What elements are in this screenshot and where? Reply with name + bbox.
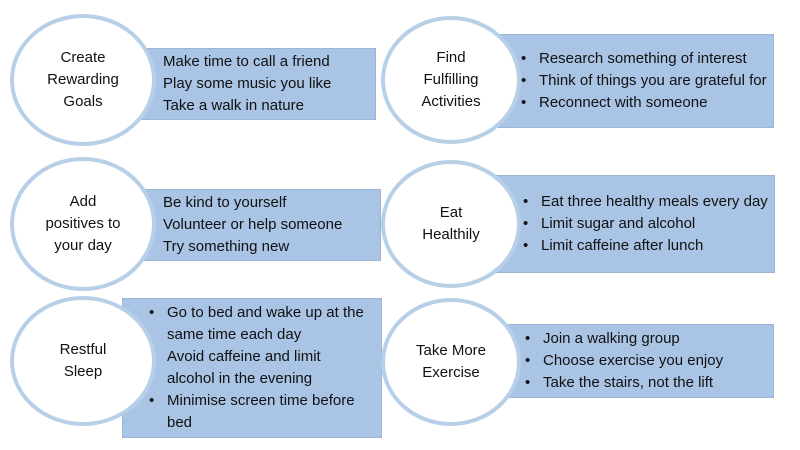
category-title: Restful Sleep (59, 341, 107, 380)
tip-item: Reconnect with someone (517, 92, 767, 114)
tip-item: Think of things you are grateful for (517, 70, 767, 92)
tip-item: Try something new (141, 236, 342, 258)
tip-item: Limit sugar and alcohol (519, 213, 769, 235)
tip-item: Take the stairs, not the lift (521, 372, 723, 394)
tip-item: Choose exercise you enjoy (521, 350, 723, 372)
tip-item: Play some music you like (141, 73, 331, 95)
tips-panel: Go to bed and wake up at the same time e… (122, 298, 382, 438)
tip-item: Limit caffeine after lunch (519, 235, 769, 257)
tip-item: Minimise screen time before bed (145, 390, 365, 434)
tip-item: Go to bed and wake up at the same time e… (145, 302, 365, 346)
tips-panel: Make time to call a friend Play some mus… (118, 48, 376, 120)
tips-panel: Eat three healthy meals every day Limit … (496, 175, 775, 273)
tips-panel: Be kind to yourself Volunteer or help so… (118, 189, 381, 261)
category-circle: Add positives to your day (10, 157, 156, 291)
tips-panel: Research something of interest Think of … (496, 34, 774, 128)
category-circle: Find Fulfilling Activities (381, 16, 521, 144)
tip-item: Join a walking group (521, 328, 723, 350)
tips-list: Research something of interest Think of … (497, 48, 767, 114)
tips-list: Join a walking group Choose exercise you… (497, 328, 723, 394)
tips-list: Eat three healthy meals every day Limit … (497, 191, 769, 257)
tip-item: Take a walk in nature (141, 95, 331, 117)
category-circle: Take More Exercise (381, 298, 521, 426)
tips-list: Be kind to yourself Volunteer or help so… (119, 192, 342, 258)
tip-item: Avoid caffeine and limit alcohol in the … (145, 346, 365, 390)
category-circle: Eat Healthily (381, 160, 521, 288)
category-title: Find Fulfilling Activities (421, 49, 481, 110)
category-title: Eat Healthily (422, 204, 480, 243)
category-title: Add positives to your day (45, 193, 121, 254)
tip-item: Volunteer or help someone (141, 214, 342, 236)
tip-item: Make time to call a friend (141, 51, 331, 73)
tip-item: Research something of interest (517, 48, 767, 70)
tip-item: Eat three healthy meals every day (519, 191, 769, 213)
tips-list: Go to bed and wake up at the same time e… (123, 302, 365, 434)
category-circle: Restful Sleep (10, 296, 156, 426)
category-circle: Create Rewarding Goals (10, 14, 156, 146)
tip-item: Be kind to yourself (141, 192, 342, 214)
category-title: Take More Exercise (415, 342, 487, 381)
category-title: Create Rewarding Goals (47, 49, 119, 110)
tips-panel: Join a walking group Choose exercise you… (496, 324, 774, 398)
